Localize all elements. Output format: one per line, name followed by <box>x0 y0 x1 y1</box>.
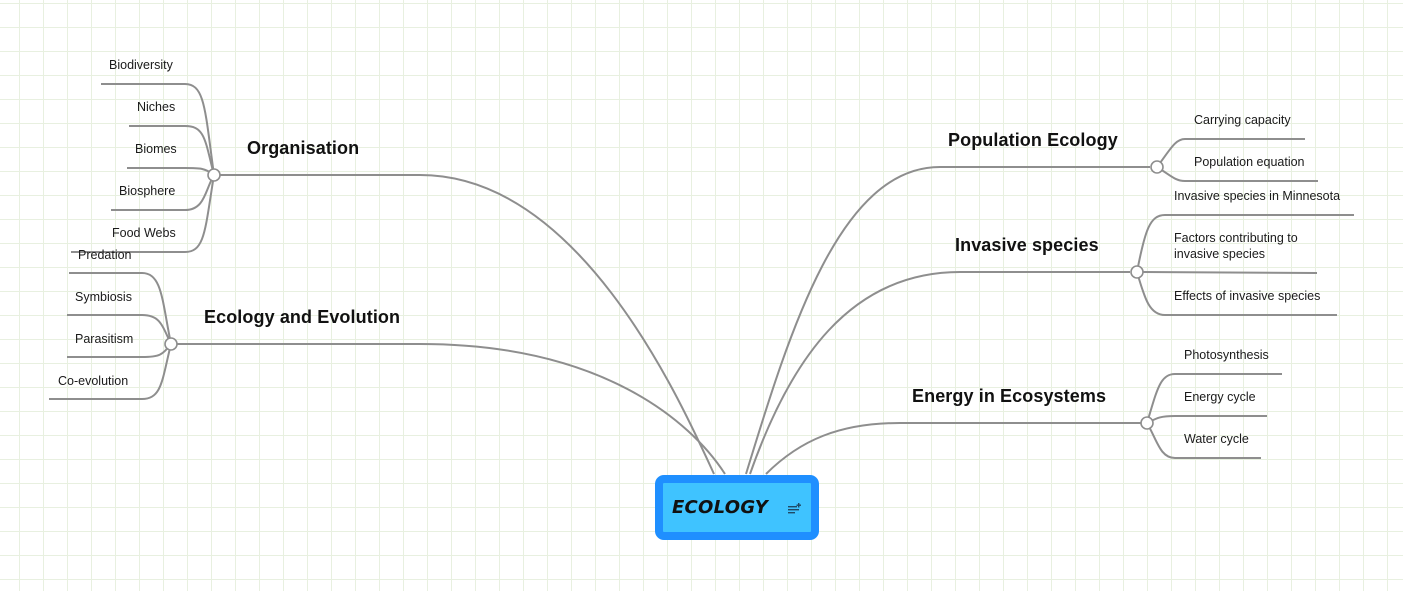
leaf-factors-contributing[interactable]: Factors contributing to invasive species <box>1174 230 1298 262</box>
root-node[interactable]: ECOLOGY <box>655 475 819 540</box>
add-note-icon[interactable] <box>788 502 802 514</box>
branch-invasive-species[interactable]: Invasive species <box>955 235 1099 255</box>
collapse-toggle-organisation <box>207 168 221 182</box>
leaf-invasive-minnesota[interactable]: Invasive species in Minnesota <box>1174 189 1341 203</box>
leaf-niches[interactable]: Niches <box>137 100 176 114</box>
root-title: ECOLOGY <box>671 497 769 518</box>
population-collapse-toggle[interactable] <box>1150 160 1164 174</box>
link-root-invasive <box>749 271 1130 475</box>
leaf-carrying-capacity[interactable]: Carrying capacity <box>1194 113 1291 127</box>
collapse-toggle-ecology-evolution <box>164 337 178 351</box>
leaf-population-equation[interactable]: Population equation <box>1194 155 1305 169</box>
leaf-water-cycle[interactable]: Water cycle <box>1184 432 1249 446</box>
leaf-photosynthesis[interactable]: Photosynthesis <box>1184 348 1269 362</box>
leaf-effects-invasive[interactable]: Effects of invasive species <box>1174 289 1321 303</box>
link-root-population <box>745 166 1150 475</box>
collapse-toggle-energy <box>1140 416 1154 430</box>
organisation-collapse-toggle[interactable] <box>207 168 221 182</box>
leaf-biomes[interactable]: Biomes <box>135 142 177 156</box>
collapse-toggle-population <box>1150 160 1164 174</box>
branch-population-ecology[interactable]: Population Ecology <box>948 130 1118 150</box>
leaf-biodiversity[interactable]: Biodiversity <box>109 58 173 72</box>
leaf-co-evolution[interactable]: Co-evolution <box>58 374 129 388</box>
branch-organisation[interactable]: Organisation <box>247 138 360 158</box>
leaf-factors-line-1: Factors contributing to <box>1174 231 1298 245</box>
leaf-parasitism[interactable]: Parasitism <box>75 332 134 346</box>
leaf-biosphere[interactable]: Biosphere <box>119 184 176 198</box>
leaf-predation[interactable]: Predation <box>78 248 132 262</box>
leaf-energy-cycle[interactable]: Energy cycle <box>1184 390 1256 404</box>
collapse-toggle-invasive <box>1130 265 1144 279</box>
branch-energy-in-ecosystems[interactable]: Energy in Ecosystems <box>912 386 1107 406</box>
energy-collapse-toggle[interactable] <box>1140 416 1154 430</box>
leaf-food-webs[interactable]: Food Webs <box>112 226 176 240</box>
link-root-energy <box>765 422 1141 475</box>
leaf-factors-line-2: invasive species <box>1174 247 1266 261</box>
branch-ecology-and-evolution[interactable]: Ecology and Evolution <box>204 307 401 327</box>
invasive-collapse-toggle[interactable] <box>1130 265 1144 279</box>
leaf-symbiosis[interactable]: Symbiosis <box>75 290 132 304</box>
link-root-ecology-evolution <box>177 343 726 475</box>
link-root-organisation <box>220 174 715 475</box>
ecology-evolution-collapse-toggle[interactable] <box>164 337 178 351</box>
